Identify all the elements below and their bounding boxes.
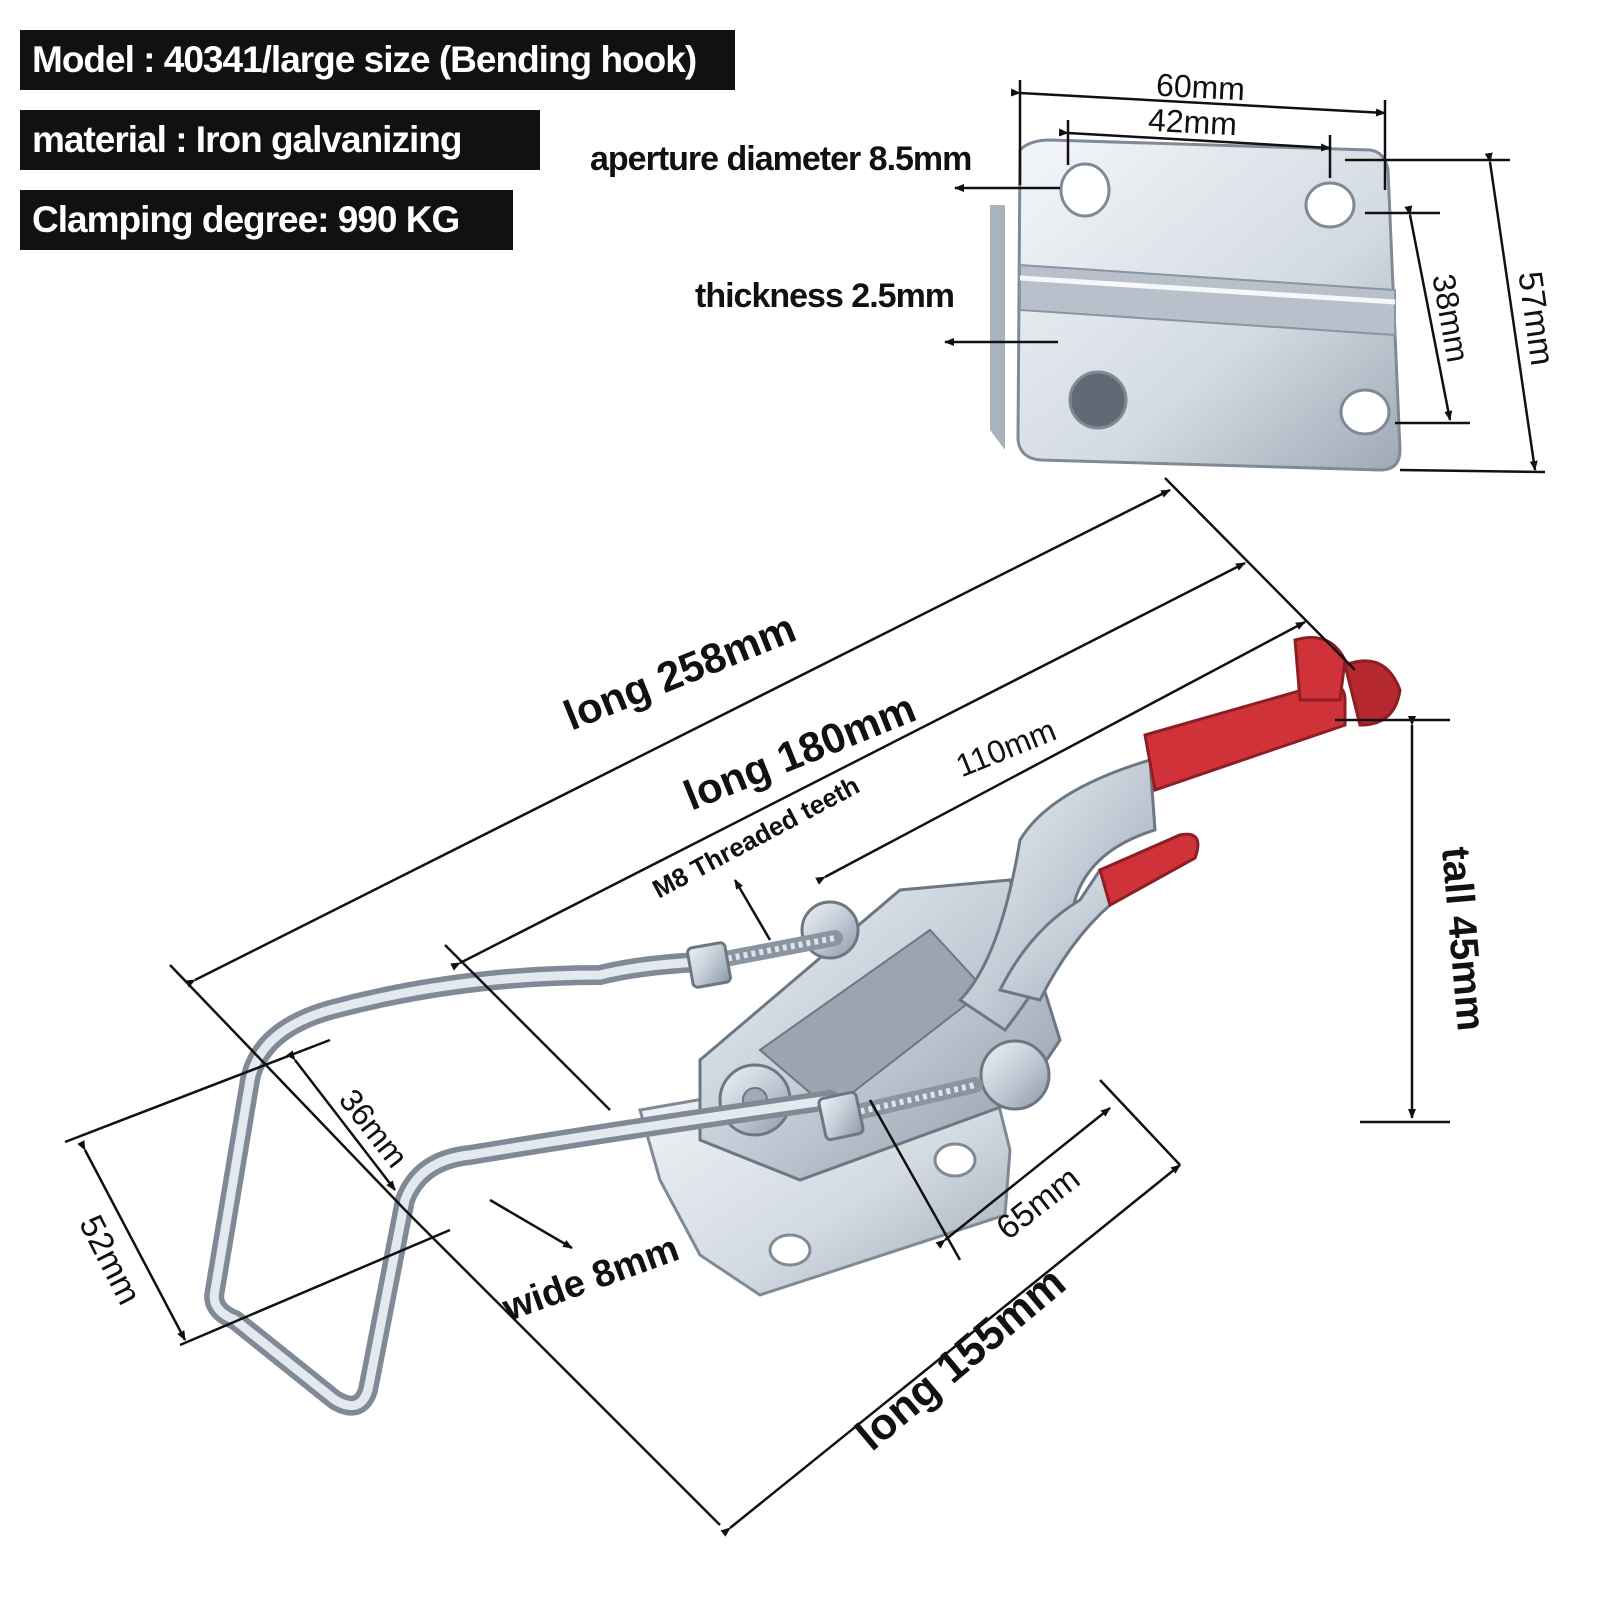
plate-hole-spacing-42-label: 42mm — [1147, 102, 1238, 143]
pivot-right — [979, 1039, 1051, 1111]
spec-material: material : Iron galvanizing — [20, 110, 540, 170]
thickness-label: thickness 2.5mm — [695, 277, 954, 315]
hook-52-label: 52mm — [71, 1209, 148, 1310]
spec-model: Model : 40341/large size (Bending hook) — [20, 30, 735, 90]
spec-clamping: Clamping degree: 990 KG — [20, 190, 513, 250]
tall-45-label: tall 45mm — [1433, 845, 1493, 1033]
wire-wide-label: wide 8mm — [496, 1228, 684, 1331]
nut-lower — [817, 1090, 865, 1142]
long-155-label: long 155mm — [847, 1258, 1075, 1461]
mounting-plate — [990, 138, 1402, 472]
aperture-diameter-label: aperture diameter 8.5mm — [590, 140, 971, 178]
plate-hole-38-label: 38mm — [1425, 271, 1476, 365]
nut-upper — [686, 941, 732, 989]
long-258-label: long 258mm — [557, 604, 802, 739]
clamp-dimension-lines — [64, 477, 1450, 1537]
plate-dimension-lines — [944, 80, 1546, 474]
len-110-label: 110mm — [951, 712, 1061, 784]
plate-width-60-label: 60mm — [1155, 67, 1246, 108]
